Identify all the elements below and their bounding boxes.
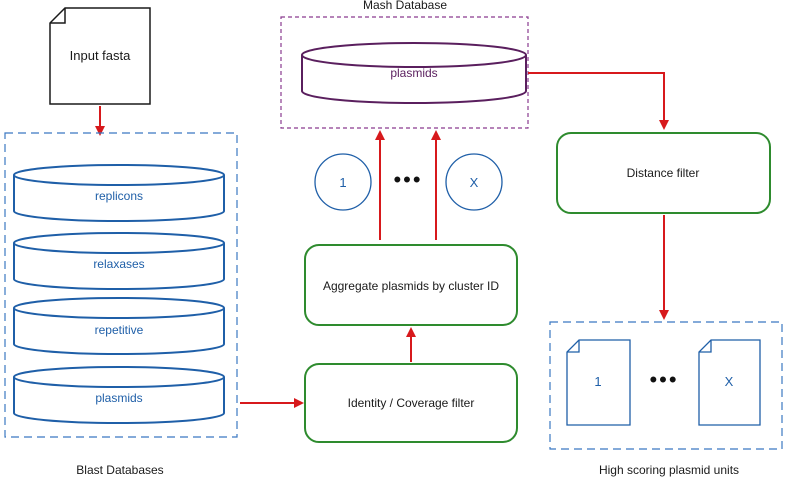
output-ellipsis: ••• xyxy=(649,367,678,392)
cluster-ellipsis: ••• xyxy=(393,167,422,192)
output-document-last: X xyxy=(698,339,761,426)
blast-databases-container xyxy=(4,132,238,438)
identity-coverage-step: Identity / Coverage filter xyxy=(304,363,518,443)
db-cylinder-plasmids: plasmids xyxy=(13,366,225,424)
high-scoring-units-title: High scoring plasmid units xyxy=(599,463,739,477)
distance-filter-step: Distance filter xyxy=(556,132,771,214)
db-label-relaxases: relaxases xyxy=(93,257,144,271)
identity-coverage-step-label: Identity / Coverage filter xyxy=(348,396,475,410)
distance-filter-step-label: Distance filter xyxy=(627,166,700,180)
input-fasta-document: Input fasta xyxy=(49,7,151,105)
db-cylinder-relaxases: relaxases xyxy=(13,232,225,290)
high-scoring-units-container xyxy=(549,321,783,450)
output-first-label: 1 xyxy=(594,374,601,389)
cluster-circle-first: 1 xyxy=(314,153,372,211)
cluster-last-label: X xyxy=(470,175,479,190)
db-label-replicons: replicons xyxy=(95,189,143,203)
mash-db-label: plasmids xyxy=(390,66,437,80)
aggregate-step-label: Aggregate plasmids by cluster ID xyxy=(323,279,499,293)
db-label-plasmids: plasmids xyxy=(95,391,142,405)
cluster-circle-last: X xyxy=(445,153,503,211)
db-cylinder-replicons: replicons xyxy=(13,164,225,222)
output-last-label: X xyxy=(725,374,734,389)
blast-databases-title: Blast Databases xyxy=(76,463,163,477)
arrow-mash-to-distance xyxy=(528,72,669,130)
db-label-repetitive: repetitive xyxy=(95,323,144,337)
db-cylinder-repetitive: repetitive xyxy=(13,297,225,355)
mash-database-title: Mash Database xyxy=(363,0,447,12)
aggregate-step: Aggregate plasmids by cluster ID xyxy=(304,244,518,326)
cluster-first-label: 1 xyxy=(339,175,346,190)
db-cylinder-mash-plasmids: plasmids xyxy=(301,42,527,104)
output-document-first: 1 xyxy=(566,339,631,426)
input-fasta-label: Input fasta xyxy=(70,48,131,63)
